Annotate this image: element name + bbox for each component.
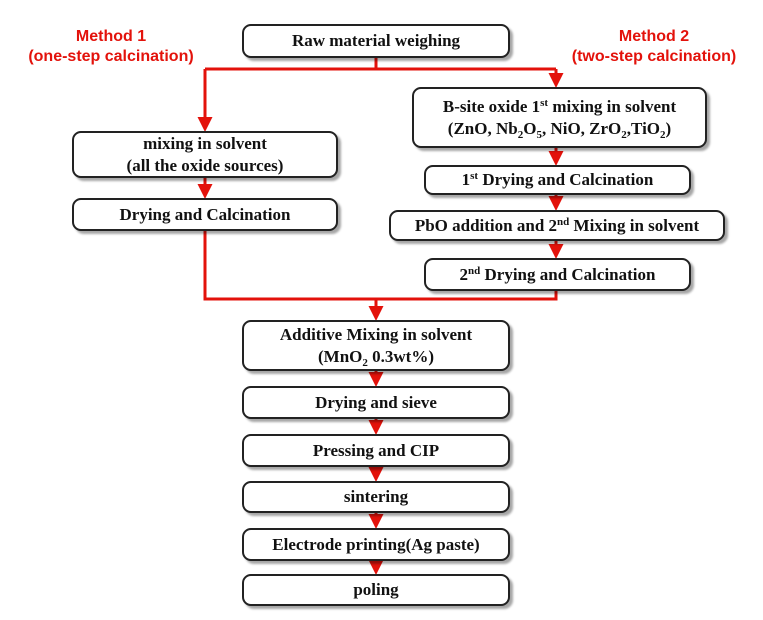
step-label-line2: (all the oxide sources) <box>126 155 284 175</box>
step-m2-pbo-addition: PbO addition and 2nd Mixing in solvent <box>389 210 725 241</box>
step-poling: poling <box>242 574 510 606</box>
method1-subtitle: (one-step calcination) <box>28 48 194 65</box>
method2-title: Method 2 <box>618 28 690 45</box>
m1-to-merge-line <box>203 231 376 301</box>
step-label-line1: Additive Mixing in solvent <box>279 324 473 344</box>
step-label: sintering <box>343 487 409 506</box>
step-label: Electrode printing(Ag paste) <box>272 534 480 554</box>
method1-title: Method 1 <box>75 28 147 45</box>
step-label: Drying and sieve <box>315 392 437 412</box>
step-sintering: sintering <box>242 481 510 513</box>
step-label: 2nd Drying and Calcination <box>459 264 656 284</box>
step-additive-mixing: Additive Mixing in solvent (MnO2 0.3wt%) <box>242 320 510 371</box>
step-m1-drying-calcination: Drying and Calcination <box>72 198 338 231</box>
step-label: Drying and Calcination <box>119 204 291 224</box>
step-label: Raw material weighing <box>291 31 461 50</box>
step-raw-material-weighing: Raw material weighing <box>242 24 510 58</box>
step-pressing-cip: Pressing and CIP <box>242 434 510 467</box>
step-label: poling <box>353 580 399 599</box>
step-label-line2: (MnO2 0.3wt%) <box>318 346 434 369</box>
method1-label: Method 1 (one-step calcination) <box>28 27 194 67</box>
step-drying-sieve: Drying and sieve <box>242 386 510 419</box>
step-label: PbO addition and 2nd Mixing in solvent <box>414 215 700 235</box>
step-m2-first-drying-calcination: 1st Drying and Calcination <box>424 165 691 195</box>
step-electrode-printing: Electrode printing(Ag paste) <box>242 528 510 561</box>
step-label: 1st Drying and Calcination <box>461 170 654 189</box>
step-label-line1: B-site oxide 1st mixing in solvent <box>442 96 677 116</box>
step-m2-bsite-mixing: B-site oxide 1st mixing in solvent (ZnO,… <box>412 87 707 148</box>
step-label-line2: (ZnO, Nb2O5, NiO, ZrO2,TiO2) <box>447 118 672 141</box>
method2-label: Method 2 (two-step calcination) <box>566 27 742 67</box>
step-m2-second-drying-calcination: 2nd Drying and Calcination <box>424 258 691 291</box>
step-label: Pressing and CIP <box>312 440 440 460</box>
m2-to-merge-line <box>376 291 558 301</box>
step-m1-mixing: mixing in solvent (all the oxide sources… <box>72 131 338 178</box>
step-label-line1: mixing in solvent <box>143 133 267 153</box>
method2-subtitle: (two-step calcination) <box>571 48 737 65</box>
split-line <box>205 58 556 71</box>
